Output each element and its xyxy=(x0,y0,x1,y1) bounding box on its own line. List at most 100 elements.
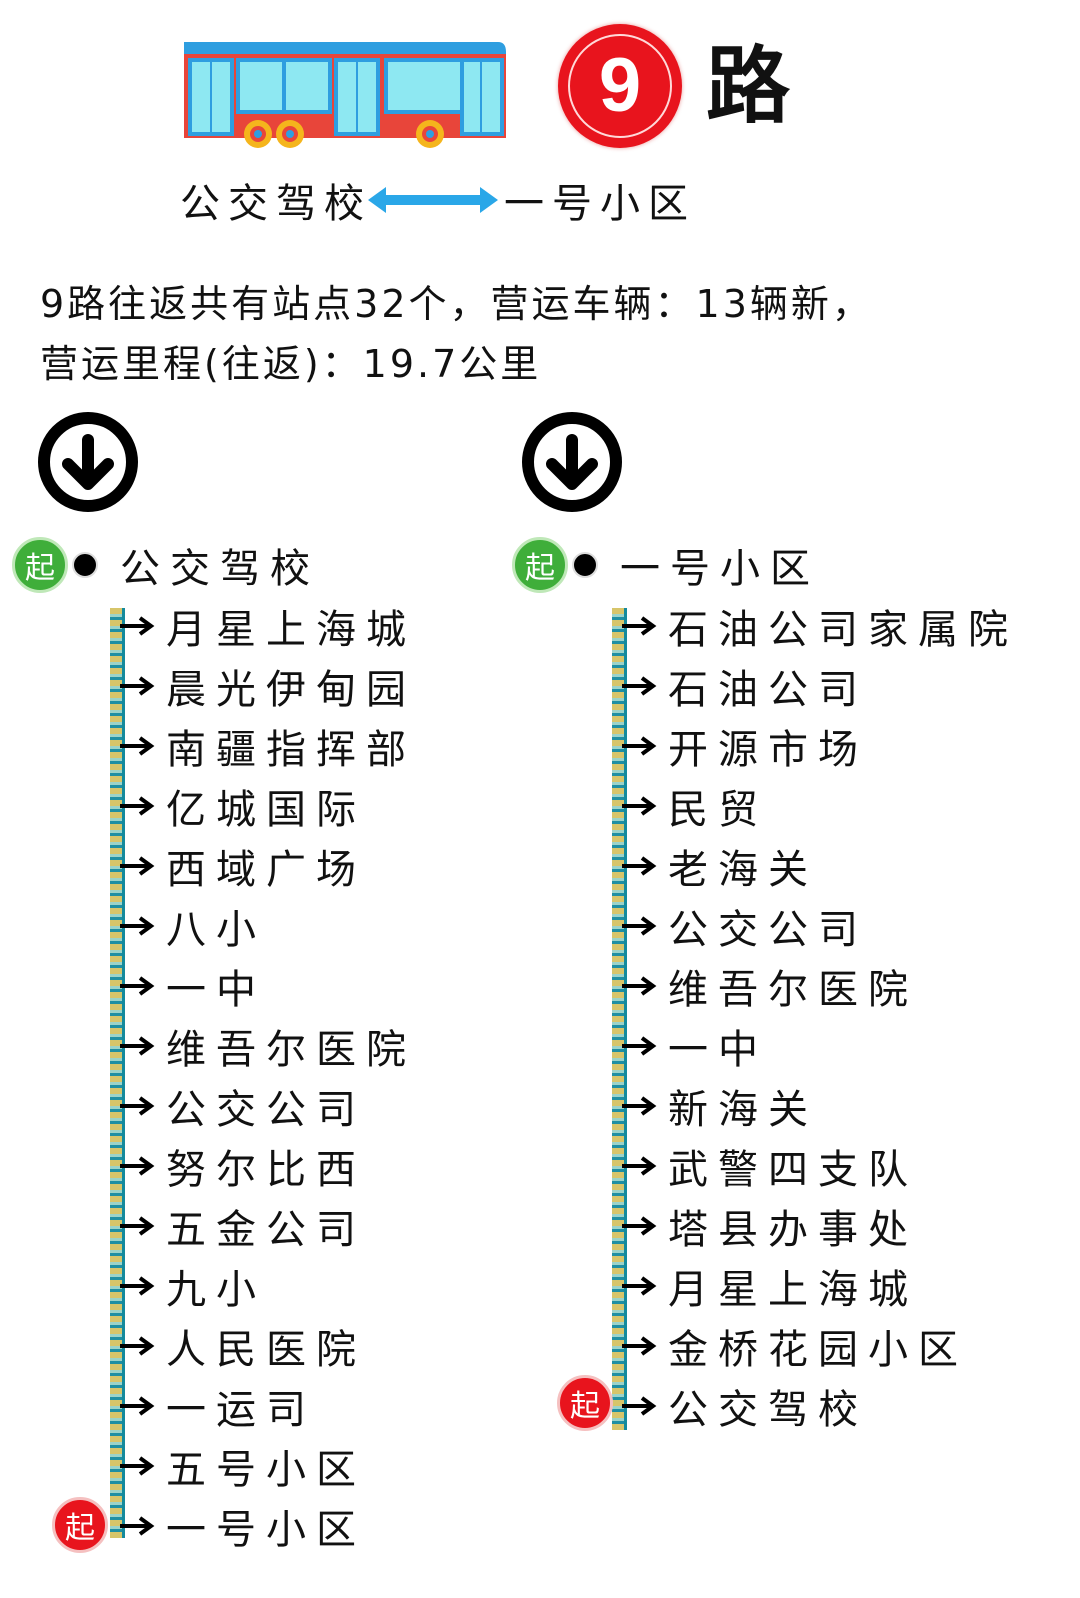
direction-1-start: 起 公交驾校 xyxy=(12,536,320,594)
stop-item: 塔县办事处 xyxy=(620,1196,1018,1256)
arrow-right-icon xyxy=(622,916,657,936)
start-badge-icon: 起 xyxy=(512,537,568,593)
stop-name: 公交公司 xyxy=(166,1087,366,1133)
stop-name: 维吾尔医院 xyxy=(166,1027,416,1073)
stop-name: 武警四支队 xyxy=(668,1147,918,1193)
arrow-right-icon xyxy=(120,796,155,816)
arrow-right-icon xyxy=(120,976,155,996)
stop-name: 人民医院 xyxy=(166,1327,366,1373)
stop-name: 一号小区 xyxy=(166,1507,366,1553)
arrow-right-icon xyxy=(120,1276,155,1296)
stop-item: 公交公司 xyxy=(118,1076,416,1136)
stop-name: 金桥花园小区 xyxy=(668,1327,968,1373)
arrow-right-icon xyxy=(622,1396,657,1416)
stop-name: 石油公司 xyxy=(668,667,868,713)
stop-item: 石油公司家属院 xyxy=(620,596,1018,656)
stop-name: 月星上海城 xyxy=(668,1267,918,1313)
arrow-right-icon xyxy=(622,856,657,876)
stop-item: 月星上海城 xyxy=(620,1256,1018,1316)
stop-item: 开源市场 xyxy=(620,716,1018,776)
terminal-b: 一号小区 xyxy=(504,181,696,227)
stop-name: 民贸 xyxy=(668,787,768,833)
stop-item: 老海关 xyxy=(620,836,1018,896)
arrow-right-icon xyxy=(622,1216,657,1236)
direction-1-stop-list: 月星上海城 晨光伊甸园 南疆指挥部 亿城国际 西域广场 八小 一中 维吾尔医院 … xyxy=(118,596,416,1556)
stop-item: 人民医院 xyxy=(118,1316,416,1376)
arrow-right-icon xyxy=(622,976,657,996)
stop-item: 金桥花园小区 xyxy=(620,1316,1018,1376)
stop-item: 五号小区 xyxy=(118,1436,416,1496)
stop-name: 维吾尔医院 xyxy=(668,967,918,1013)
route-summary: 9路往返共有站点32个，营运车辆：13辆新， 营运里程(往返)：19.7公里 xyxy=(40,274,1040,394)
arrow-right-icon xyxy=(622,1156,657,1176)
arrow-right-icon xyxy=(120,676,155,696)
stop-name: 八小 xyxy=(166,907,266,953)
route-terminals: 公交驾校 一号小区 xyxy=(180,170,696,230)
stop-item: 南疆指挥部 xyxy=(118,716,416,776)
stop-item: 新海关 xyxy=(620,1076,1018,1136)
down-arrow-circle-icon xyxy=(522,412,622,512)
stop-name: 新海关 xyxy=(668,1087,818,1133)
stop-name: 一运司 xyxy=(166,1387,316,1433)
arrow-right-icon xyxy=(120,736,155,756)
arrow-right-icon xyxy=(622,1336,657,1356)
arrow-right-icon xyxy=(622,1276,657,1296)
arrow-right-icon xyxy=(120,1336,155,1356)
arrow-right-icon xyxy=(120,1396,155,1416)
stop-item: 民贸 xyxy=(620,776,1018,836)
route-rail xyxy=(110,608,125,1538)
stop-name: 九小 xyxy=(166,1267,266,1313)
stop-item: 努尔比西 xyxy=(118,1136,416,1196)
stop-item: 公交驾校 xyxy=(620,1376,1018,1436)
direction-2-stop-list: 石油公司家属院 石油公司 开源市场 民贸 老海关 公交公司 维吾尔医院 一中 新… xyxy=(620,596,1018,1436)
stop-item: 维吾尔医院 xyxy=(620,956,1018,1016)
arrow-right-icon xyxy=(120,1516,155,1536)
arrow-right-icon xyxy=(120,856,155,876)
arrow-right-icon xyxy=(120,1456,155,1476)
arrow-right-icon xyxy=(120,916,155,936)
end-badge-icon: 起 xyxy=(52,1497,108,1553)
terminal-a: 公交驾校 xyxy=(180,181,372,227)
arrow-right-icon xyxy=(622,1096,657,1116)
start-dot-icon xyxy=(72,552,98,578)
stop-name: 西域广场 xyxy=(166,847,366,893)
arrow-right-icon xyxy=(120,1216,155,1236)
stop-name: 塔县办事处 xyxy=(668,1207,918,1253)
route-number-badge: 9 xyxy=(558,24,682,148)
stop-name: 五金公司 xyxy=(166,1207,366,1253)
route-number: 9 xyxy=(598,43,642,128)
stop-name: 公交驾校 xyxy=(668,1387,868,1433)
stop-item: 一中 xyxy=(620,1016,1018,1076)
arrow-right-icon xyxy=(622,616,657,636)
stop-item: 月星上海城 xyxy=(118,596,416,656)
start-stop-name: 公交驾校 xyxy=(120,546,320,592)
start-badge-icon: 起 xyxy=(12,537,68,593)
stop-item: 武警四支队 xyxy=(620,1136,1018,1196)
arrow-right-icon xyxy=(622,736,657,756)
stop-item: 石油公司 xyxy=(620,656,1018,716)
stop-item: 亿城国际 xyxy=(118,776,416,836)
start-stop-name: 一号小区 xyxy=(620,546,820,592)
stop-name: 月星上海城 xyxy=(166,607,416,653)
stop-item: 八小 xyxy=(118,896,416,956)
stop-name: 努尔比西 xyxy=(166,1147,366,1193)
route-suffix: 路 xyxy=(706,37,791,135)
stop-item: 一运司 xyxy=(118,1376,416,1436)
end-badge-icon: 起 xyxy=(557,1375,613,1431)
stop-name: 晨光伊甸园 xyxy=(166,667,416,713)
summary-line-2: 营运里程(往返)：19.7公里 xyxy=(40,342,542,386)
stop-name: 一中 xyxy=(166,967,266,1013)
stop-item: 西域广场 xyxy=(118,836,416,896)
stop-item: 一号小区 xyxy=(118,1496,416,1556)
stop-item: 公交公司 xyxy=(620,896,1018,956)
stop-name: 石油公司家属院 xyxy=(668,607,1018,653)
stop-item: 五金公司 xyxy=(118,1196,416,1256)
stop-name: 一中 xyxy=(668,1027,768,1073)
stop-item: 一中 xyxy=(118,956,416,1016)
stop-name: 亿城国际 xyxy=(166,787,366,833)
arrow-right-icon xyxy=(120,616,155,636)
stop-item: 九小 xyxy=(118,1256,416,1316)
stop-name: 五号小区 xyxy=(166,1447,366,1493)
arrow-right-icon xyxy=(120,1096,155,1116)
stop-name: 公交公司 xyxy=(668,907,868,953)
